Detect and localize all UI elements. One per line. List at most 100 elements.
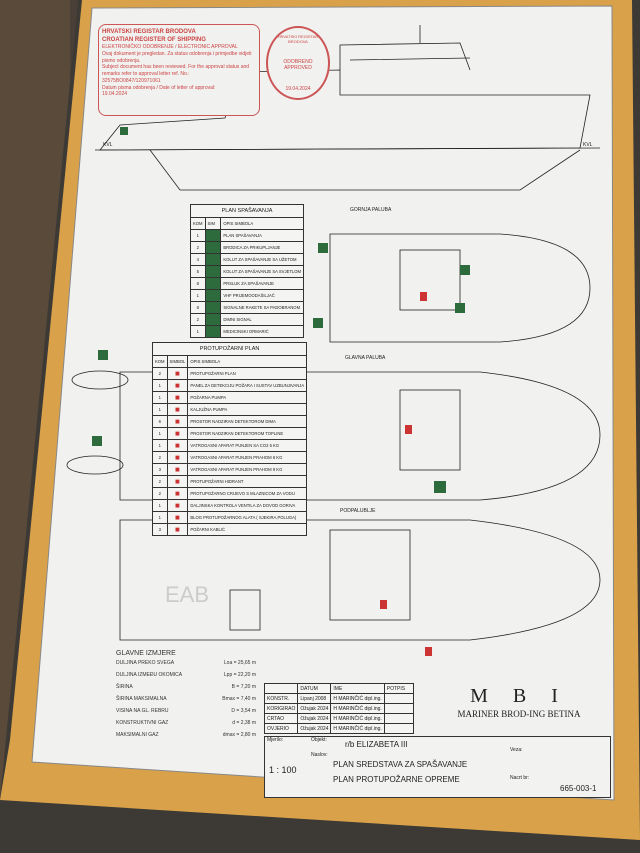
revision-cell: KORIGIRAO: [263, 703, 299, 714]
revision-cell: Ožujak 2024: [297, 703, 332, 714]
qty: 3: [152, 523, 168, 536]
lifesaving-title: PLAN SPAŠAVANJA: [190, 204, 304, 218]
legend-row: 2■PROTUPOŽARNI HIDRANT: [152, 475, 308, 488]
qty: 1: [190, 325, 206, 338]
qty: 1: [152, 391, 168, 404]
qty: 1: [152, 403, 168, 416]
revision-cell: CRTAO: [263, 713, 299, 724]
symbol-description: BRODICA ZA PRIKUPLJANJE: [220, 241, 304, 254]
seal-ring: HRVATSKI REGISTAR BRODOVA: [277, 34, 319, 44]
symbol-description: PROSTOR NADZIRAN DETEKTOROM DIMA: [187, 415, 308, 428]
dimension-label: DULJINA PREKO SVEGA: [116, 660, 175, 666]
signature-cell: [383, 723, 415, 734]
drawing-title-2: PLAN PROTUPOŽARNE OPREME: [333, 775, 460, 784]
legend-row: 1■VATROGASNI APARAT PUNJEN SA CO2 5 KG: [152, 439, 308, 452]
ref-label: Veza:: [510, 747, 523, 753]
symbol-description: KOLUT ZA SPAŠAVANJE SA UŽETOM: [220, 253, 304, 266]
legend-row: 3■POŽARNI KABLIĆ: [152, 523, 308, 536]
qty: 3: [152, 463, 168, 476]
upper-deck-outline: [329, 233, 591, 343]
legend-row: 1■PROSTOR NADZIRAN DETEKTOROM TOPLINE: [152, 427, 308, 440]
approval-seal: HRVATSKI REGISTAR BRODOVA ODOBRENO APPRO…: [266, 26, 330, 100]
revision-cell: Ožujak 2024: [297, 723, 332, 734]
lifesaving-symbol-icon: [204, 289, 222, 302]
qty: 1: [152, 427, 168, 440]
stamp-line1: HRVATSKI REGISTAR BRODOVA: [102, 29, 196, 35]
symbol-description: VATROGASNI APARAT PUNJEN PRAHOM 6 KG: [187, 451, 308, 464]
symbol-description: DALJINSKA KONTROLA VENTILA ZA DOVOD GORI…: [187, 499, 308, 512]
symbol-description: PLAN SPAŠAVANJA: [220, 229, 304, 242]
revision-cell: Ožujak 2024: [297, 713, 332, 724]
qty: 1: [152, 499, 168, 512]
signature-cell: [383, 693, 415, 704]
lifesaving-symbol-icon: [204, 301, 222, 314]
col-header: OPIS SIMBOLA: [220, 217, 304, 230]
qty: 4: [190, 253, 206, 266]
revision-cell: H MARINČIĆ dipl.ing.: [330, 703, 385, 714]
dimension-value: Lpp = 22,20 m: [223, 672, 256, 678]
col-header: IME: [330, 683, 385, 694]
fire-symbol-icon: ■: [166, 439, 189, 452]
fire-symbol-icon: ■: [166, 451, 189, 464]
title-label: Naslov:: [311, 752, 328, 758]
qty: 2: [152, 367, 168, 380]
dimension-row: DULJINA PREKO SVEGA Loa = 25,65 m: [116, 660, 256, 672]
seal-approved: ODOBRENO APPROVED: [283, 59, 313, 71]
fire-symbol-icon: ■: [166, 427, 189, 440]
symbol-description: BLOG PROTUPOŽARNOG ALATA ( SJEKIRA,POLUG…: [187, 511, 308, 524]
stamp-line2: CROATIAN REGISTER OF SHIPPING: [102, 37, 206, 44]
main-deck-label: GLAVNA PALUBA: [345, 355, 386, 361]
company-block: M B I MARINER BROD-ING BETINA: [428, 683, 610, 733]
lifesaving-symbol-icon: [204, 229, 222, 242]
drawing-title-1: PLAN SREDSTAVA ZA SPAŠAVANJE: [333, 760, 468, 769]
dimension-value: Loa = 25,65 m: [223, 660, 256, 666]
col-header: POTPIS: [383, 683, 415, 694]
symbol-description: PROTUPOŽARNO CRIJEVO S MLAZNICOM ZA VODU: [187, 487, 308, 500]
fire-symbol-icon: ■: [166, 379, 189, 392]
symbol-description: VHF PRIJEMOODAŠILJAČ: [220, 289, 304, 302]
col-header: [263, 683, 299, 694]
symbol-description: VATROGASNI APARAT PUNJEN PRAHOM 9 KG: [187, 463, 308, 476]
qty: 2: [152, 487, 168, 500]
qty: 5: [190, 265, 206, 278]
symbol-description: KOLUT ZA SPAŠAVANJE SA SVJETLOM: [220, 265, 304, 278]
dimension-value: Bmax = 7,40 m: [222, 696, 256, 702]
revision-cell: KONSTR.: [263, 693, 299, 704]
revision-cell: OVJERIO: [263, 723, 299, 734]
qty: 6: [152, 415, 168, 428]
col-header: SIMBOL: [166, 355, 189, 368]
fire-symbol-icon: ■: [166, 463, 189, 476]
qty: 2: [152, 451, 168, 464]
legend-row: 1■DALJINSKA KONTROLA VENTILA ZA DOVOD GO…: [152, 499, 308, 512]
qty: 1: [190, 229, 206, 242]
title-block: Mjerilo: 1 : 100 Objekt: r/b ELIZABETA I…: [264, 736, 611, 798]
symbol-description: VATROGASNI APARAT PUNJEN SA CO2 5 KG: [187, 439, 308, 452]
col-header: KOM: [152, 355, 168, 368]
fire-symbol-icon: ■: [166, 391, 189, 404]
symbol-description: MEDICINSKI ORMARIĆ: [220, 325, 304, 338]
fire-symbol-icon: ■: [166, 511, 189, 524]
kvl-right: KVL: [583, 142, 593, 148]
revision-cell: H MARINČIĆ dipl.ing.: [330, 693, 385, 704]
ship-profile: [94, 25, 601, 191]
main-deck-outline: [119, 371, 601, 501]
stamp-line3: ELEKTRONIČKO ODOBRENJE / ELECTRONIC APPR…: [102, 44, 238, 51]
symbol-description: SIGNALNE RAKETE SA PADOBRANOM: [220, 301, 304, 314]
qty: 8: [190, 277, 206, 290]
symbol-description: PROSTOR NADZIRAN DETEKTOROM TOPLINE: [187, 427, 308, 440]
company-name: MARINER BROD-ING BETINA: [457, 709, 581, 719]
symbol-description: PROTUPOŽARNI HIDRANT: [187, 475, 308, 488]
scale-label: Mjerilo:: [267, 737, 284, 743]
paper-sheet: [31, 5, 615, 801]
legend-row: 5 KOLUT ZA SPAŠAVANJE SA SVJETLOM: [190, 265, 304, 278]
fire-symbol-icon: ■: [166, 487, 189, 500]
